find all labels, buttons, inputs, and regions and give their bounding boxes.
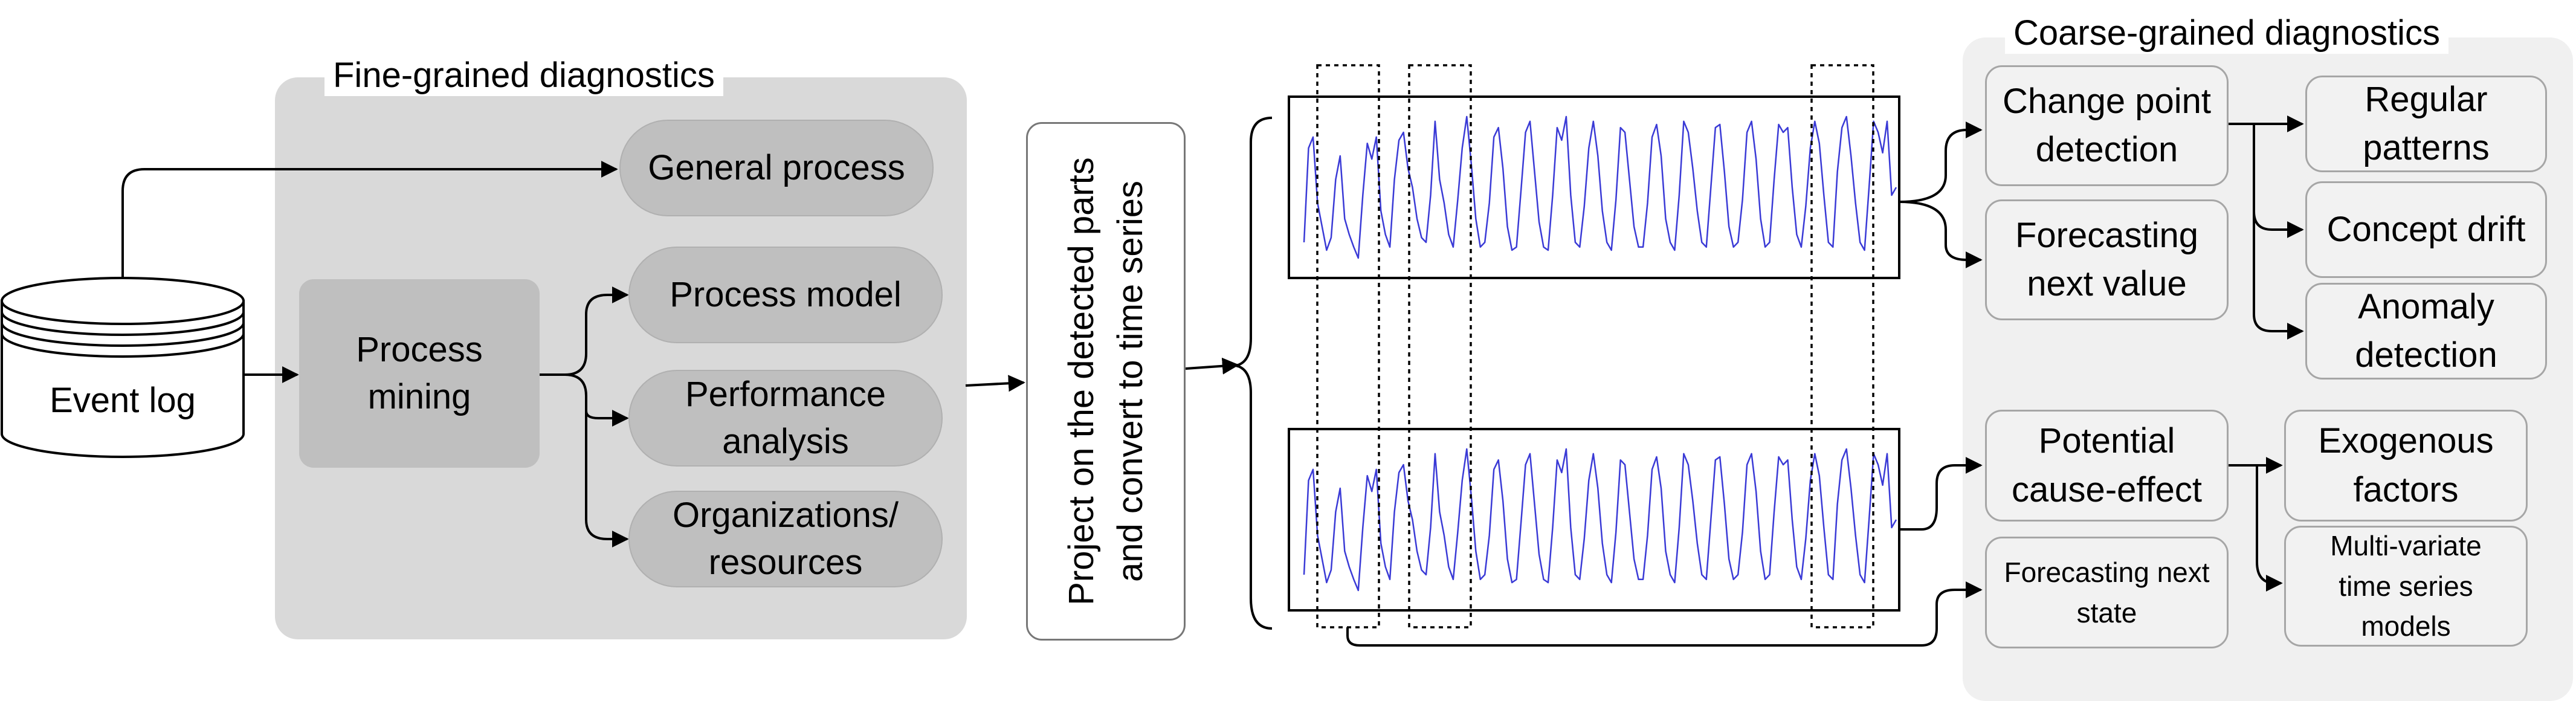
arrow-to-general-process: [121, 161, 618, 279]
anomaly-detection-label: Anomaly detection: [2355, 286, 2497, 375]
concept-drift-label: Concept drift: [2326, 209, 2526, 249]
arrow-to-projection: [965, 375, 1025, 392]
arrow-to-multivariate: [2256, 465, 2283, 592]
series-line-bottom: [1303, 448, 1897, 592]
forecasting-state-label: Forecasting next state: [2004, 556, 2210, 628]
organizations-node: Organizations/ resources: [628, 491, 943, 587]
arrow-to-change-point: [1899, 121, 1983, 203]
arrow-to-anomaly: [2253, 212, 2304, 340]
forecasting-state-node: Forecasting next state: [1985, 537, 2229, 648]
regular-patterns-node: Regular patterns: [2305, 76, 2547, 172]
arrow-to-brace: [1185, 357, 1239, 375]
process-mining-label: Process mining: [356, 329, 483, 416]
arrow-to-concept-drift: [2253, 124, 2304, 238]
projection-node: Project on the detected parts and conver…: [1026, 122, 1186, 641]
anomaly-detection-node: Anomaly detection: [2305, 283, 2547, 380]
arrow-to-process-model: [539, 286, 629, 376]
coarse-grained-title: Coarse-grained diagnostics: [2005, 13, 2449, 54]
series-brace: [1235, 117, 1273, 630]
potential-cause-node: Potential cause-effect: [1985, 410, 2229, 522]
arrow-to-forecasting-state: [1346, 581, 1983, 647]
multivariate-label: Multi-variate time series models: [2330, 529, 2482, 642]
change-point-node: Change point detection: [1985, 65, 2229, 186]
arrow-to-performance-analysis: [564, 373, 629, 427]
forecasting-value-label: Forecasting next value: [2015, 215, 2199, 303]
regular-patterns-label: Regular patterns: [2363, 79, 2490, 167]
process-model-label: Process model: [670, 274, 902, 314]
arrow-to-forecasting-value: [1899, 201, 1983, 268]
exogenous-factors-node: Exogenous factors: [2284, 410, 2528, 522]
potential-cause-label: Potential cause-effect: [2012, 421, 2202, 509]
concept-drift-node: Concept drift: [2305, 181, 2547, 278]
performance-analysis-node: Performance analysis: [628, 370, 943, 467]
organizations-label: Organizations/ resources: [673, 495, 899, 582]
projection-label: Project on the detected parts and conver…: [1061, 157, 1150, 606]
event-log-label: Event log: [50, 380, 196, 420]
general-process-node: General process: [619, 120, 934, 216]
series-line-top: [1303, 115, 1897, 259]
performance-analysis-label: Performance analysis: [685, 374, 886, 461]
highlight-window-1: [1316, 64, 1380, 628]
change-point-label: Change point detection: [2002, 81, 2212, 169]
event-log-cylinder: [1, 277, 245, 458]
highlight-window-3: [1810, 64, 1874, 628]
fine-grained-title: Fine-grained diagnostics: [324, 56, 723, 96]
process-model-node: Process model: [628, 247, 943, 343]
multivariate-node: Multi-variate time series models: [2284, 526, 2528, 647]
arrow-to-organizations: [585, 411, 629, 548]
exogenous-factors-label: Exogenous factors: [2318, 421, 2494, 509]
highlight-window-2: [1408, 64, 1472, 628]
general-process-label: General process: [648, 147, 905, 187]
process-mining-node: Process mining: [299, 279, 540, 468]
arrow-to-potential-cause: [1899, 457, 1983, 531]
forecasting-value-node: Forecasting next value: [1985, 199, 2229, 320]
